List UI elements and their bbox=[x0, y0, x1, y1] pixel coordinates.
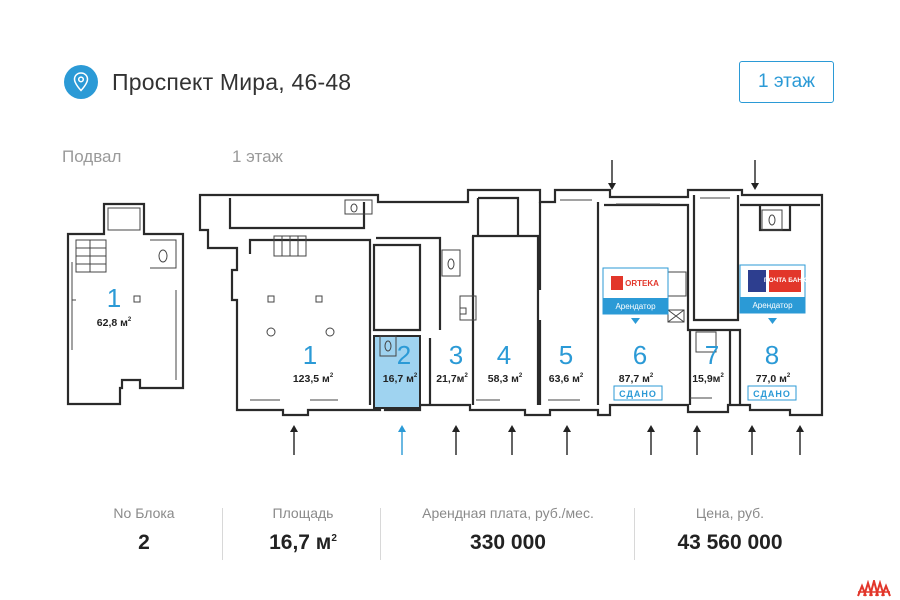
location-pin-icon bbox=[64, 65, 98, 99]
svg-text:21,7м2: 21,7м2 bbox=[436, 373, 468, 385]
stat-divider bbox=[222, 508, 223, 560]
pochta-bank-logo: ПОЧТА БАНК bbox=[764, 277, 806, 284]
stat-area: Площадь 16,7 м2 bbox=[232, 505, 374, 555]
unit-2[interactable]: 2 16,7 м2 bbox=[383, 340, 418, 385]
block-label: No Блока bbox=[113, 505, 175, 521]
svg-text:15,9м2: 15,9м2 bbox=[692, 373, 724, 385]
svg-text:62,8 м2: 62,8 м2 bbox=[97, 317, 132, 329]
badge-pointer-icon bbox=[631, 318, 640, 324]
stat-block: No Блока 2 bbox=[82, 505, 206, 555]
svg-text:7: 7 bbox=[705, 340, 719, 370]
stat-divider bbox=[380, 508, 381, 560]
first-floor-plan bbox=[198, 188, 824, 417]
svg-text:6: 6 bbox=[633, 340, 647, 370]
floor-select-button[interactable]: 1 этаж bbox=[739, 61, 834, 103]
basement-unit-number: 1 bbox=[107, 283, 121, 313]
tenant-label-unit-6: Арендатор bbox=[615, 302, 656, 311]
svg-text:СДАНО: СДАНО bbox=[619, 389, 657, 399]
block-value: 2 bbox=[138, 531, 150, 554]
basement-plan bbox=[66, 202, 185, 406]
svg-text:77,0 м2: 77,0 м2 bbox=[756, 373, 791, 385]
svg-text:СДАНО: СДАНО bbox=[753, 389, 791, 399]
address-title: Проспект Мира, 46-48 bbox=[112, 68, 352, 95]
stat-divider bbox=[634, 508, 635, 560]
rent-value: 330 000 bbox=[470, 531, 546, 554]
badge-pointer-icon bbox=[768, 318, 777, 324]
unit-4[interactable]: 4 58,3 м2 bbox=[488, 340, 523, 385]
unit-2-highlight[interactable] bbox=[373, 335, 421, 409]
brand-logo-icon bbox=[857, 580, 891, 597]
area-value: 16,7 м2 bbox=[269, 531, 337, 554]
area-label: Площадь bbox=[272, 505, 334, 521]
unit-3[interactable]: 3 21,7м2 bbox=[436, 340, 468, 385]
unit-7[interactable]: 7 15,9м2 bbox=[692, 340, 724, 385]
columns bbox=[266, 295, 467, 337]
entrance-arrows bbox=[290, 160, 804, 455]
svg-text:8: 8 bbox=[765, 340, 779, 370]
svg-text:2: 2 bbox=[397, 340, 411, 370]
first-floor-label[interactable]: 1 этаж bbox=[232, 147, 283, 166]
unit-5[interactable]: 5 63,6 м2 bbox=[549, 340, 584, 385]
header: Проспект Мира, 46-48 bbox=[64, 62, 351, 102]
svg-text:63,6 м2: 63,6 м2 bbox=[549, 373, 584, 385]
basement-unit-1[interactable]: 1 62,8 м2 bbox=[97, 283, 132, 329]
svg-text:4: 4 bbox=[497, 340, 511, 370]
stat-price: Цена, руб. 43 560 000 bbox=[652, 505, 808, 555]
rent-label: Арендная плата, руб./мес. bbox=[422, 505, 594, 521]
rented-badge-unit-6 bbox=[613, 385, 663, 401]
svg-text:123,5 м2: 123,5 м2 bbox=[293, 373, 334, 385]
tenant-label-unit-8: Арендатор bbox=[752, 301, 793, 310]
svg-text:16,7 м2: 16,7 м2 bbox=[383, 373, 418, 385]
svg-text:5: 5 bbox=[559, 340, 573, 370]
svg-text:1: 1 bbox=[303, 340, 317, 370]
pochta-bank-emblem bbox=[748, 270, 766, 292]
unit-1[interactable]: 1 123,5 м2 bbox=[293, 340, 334, 385]
svg-text:3: 3 bbox=[449, 340, 463, 370]
basement-label[interactable]: Подвал bbox=[62, 147, 122, 166]
svg-text:87,7 м2: 87,7 м2 bbox=[619, 373, 654, 385]
orteka-logo: ORTEKA bbox=[625, 279, 659, 288]
stat-rent: Арендная плата, руб./мес. 330 000 bbox=[396, 505, 620, 555]
tenant-badge-unit-8: ПОЧТА БАНК Арендатор bbox=[739, 264, 806, 324]
rented-badge-unit-8 bbox=[747, 385, 797, 401]
unit-8[interactable]: 8 77,0 м2 СДАНО bbox=[747, 340, 797, 401]
unit-6[interactable]: 6 87,7 м2 СДАНО bbox=[613, 340, 663, 401]
price-label: Цена, руб. bbox=[695, 505, 765, 521]
price-value: 43 560 000 bbox=[677, 531, 783, 554]
tenant-badge-unit-6: ORTEKA Арендатор bbox=[602, 267, 669, 324]
svg-text:58,3 м2: 58,3 м2 bbox=[488, 373, 523, 385]
basement-unit-area: 62,8 м bbox=[97, 317, 128, 329]
